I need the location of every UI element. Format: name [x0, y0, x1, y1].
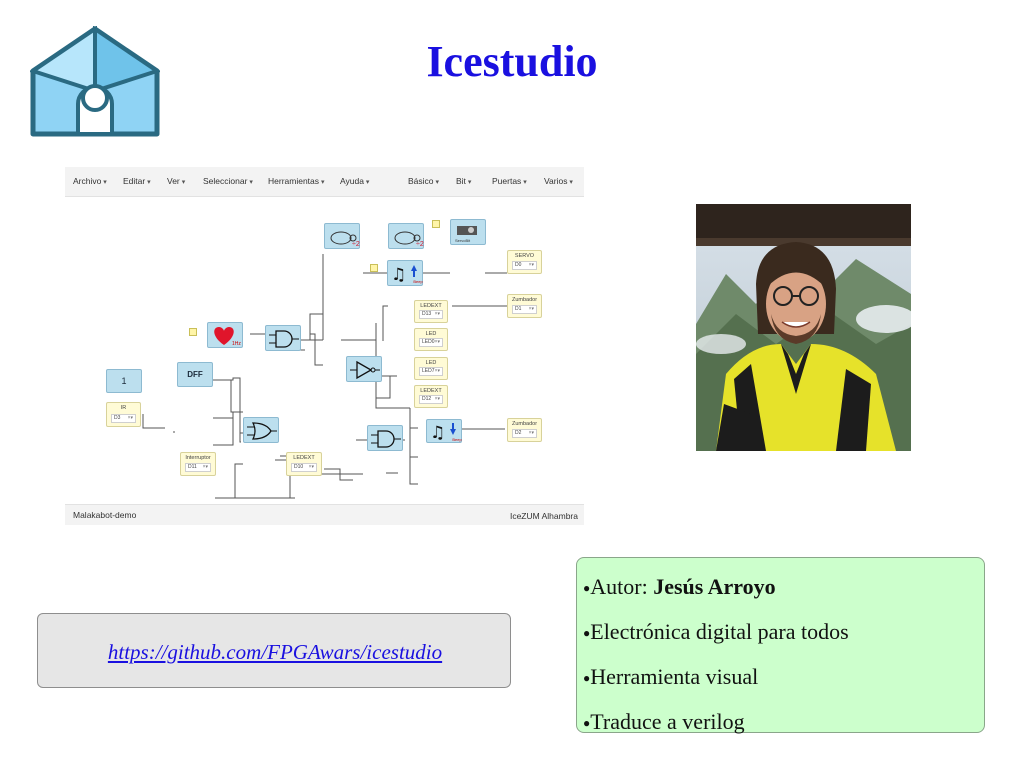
- svg-text:ServoBit: ServoBit: [455, 238, 471, 243]
- port-select[interactable]: D1: [512, 305, 537, 314]
- port-select[interactable]: LED0: [419, 338, 443, 347]
- port-select[interactable]: D10: [291, 463, 317, 472]
- port-led-2[interactable]: LED LED7: [414, 357, 448, 380]
- icestudio-logo: [30, 26, 160, 137]
- not-gate-block[interactable]: [346, 356, 382, 382]
- list-item: ●Electrónica digital para todos: [583, 619, 849, 644]
- svg-text:÷2: ÷2: [352, 241, 360, 248]
- menu-bar: Archivo Editar Ver Seleccionar Herramien…: [65, 167, 584, 197]
- info-box: ●Autor: Jesús Arroyo ●Electrónica digita…: [576, 557, 985, 734]
- port-select[interactable]: D12: [419, 395, 443, 404]
- turtle-block-1[interactable]: ÷2: [324, 223, 360, 249]
- menu-herramientas[interactable]: Herramientas: [268, 176, 325, 186]
- circuit-canvas[interactable]: ÷2 ÷2 ServoBit SERVO D0 ♫: [65, 198, 584, 503]
- slide-title: Icestudio: [426, 37, 598, 86]
- input-pin: [189, 328, 197, 336]
- svg-text:÷2: ÷2: [416, 241, 424, 248]
- input-pin: [432, 220, 440, 228]
- menu-ver[interactable]: Ver: [167, 176, 185, 186]
- port-ledext-bottom[interactable]: LEDEXT D10: [286, 452, 322, 476]
- turtle-icon: ÷2: [394, 231, 424, 248]
- svg-text:♫: ♫: [391, 265, 406, 285]
- menu-bit[interactable]: Bit: [456, 176, 471, 186]
- menu-archivo[interactable]: Archivo: [73, 176, 107, 186]
- port-select[interactable]: D2: [512, 429, 537, 438]
- dff-block[interactable]: DFF: [177, 362, 213, 387]
- menu-basico[interactable]: Básico: [408, 176, 439, 186]
- author-name: Jesús Arroyo: [653, 574, 776, 599]
- port-zumbador-bottom[interactable]: Zumbador D2: [507, 418, 542, 442]
- port-select[interactable]: D3: [111, 414, 136, 423]
- port-ledext-1[interactable]: LEDEXT D13: [414, 300, 448, 323]
- port-ir[interactable]: IR D3: [106, 402, 141, 427]
- not-gate-icon: [350, 360, 380, 380]
- constant-block[interactable]: 1: [106, 369, 142, 393]
- turtle-icon: ÷2: [330, 231, 360, 248]
- project-name: Malakabot-demo: [73, 510, 137, 520]
- and-gate-block-1[interactable]: [265, 325, 301, 351]
- icestudio-screenshot: Archivo Editar Ver Seleccionar Herramien…: [65, 167, 584, 525]
- heart-icon: 1Hz: [214, 327, 241, 347]
- port-interruptor[interactable]: Interruptor D11: [180, 452, 216, 476]
- servo-block[interactable]: ServoBit: [450, 219, 486, 245]
- port-select[interactable]: LED7: [419, 367, 443, 376]
- music-note-icon: ♫: [430, 423, 456, 443]
- and-gate-icon: [269, 330, 299, 348]
- port-led-1[interactable]: LED LED0: [414, 328, 448, 351]
- menu-seleccionar[interactable]: Seleccionar: [203, 176, 253, 186]
- status-bar: Malakabot-demo IceZUM Alhambra: [65, 504, 584, 525]
- menu-puertas[interactable]: Puertas: [492, 176, 527, 186]
- and-gate-icon: [371, 430, 401, 448]
- turtle-block-2[interactable]: ÷2: [388, 223, 424, 249]
- link-box: https://github.com/FPGAwars/icestudio: [37, 613, 511, 688]
- menu-editar[interactable]: Editar: [123, 176, 151, 186]
- author-photo: [696, 204, 911, 451]
- port-select[interactable]: D0: [512, 261, 537, 270]
- or-gate-block[interactable]: [243, 417, 279, 443]
- board-selector[interactable]: IceZUM Alhambra: [509, 511, 578, 521]
- github-link[interactable]: https://github.com/FPGAwars/icestudio: [107, 640, 443, 664]
- list-item: ●Traduce a verilog: [583, 709, 745, 734]
- servo-icon: ServoBit: [455, 226, 477, 243]
- list-item: ●Herramienta visual: [583, 664, 759, 689]
- port-select[interactable]: D11: [185, 463, 211, 472]
- menu-varios[interactable]: Varios: [544, 176, 573, 186]
- port-select[interactable]: D13: [419, 310, 443, 319]
- beep-block-bottom[interactable]: ♫ Beep: [426, 419, 462, 443]
- input-pin: [370, 264, 378, 272]
- list-item: ●Autor: Jesús Arroyo: [583, 574, 776, 599]
- svg-text:♫: ♫: [430, 423, 445, 443]
- music-note-icon: ♫: [391, 265, 417, 285]
- port-ledext-2[interactable]: LEDEXT D12: [414, 385, 448, 408]
- heartbeat-block[interactable]: 1Hz: [207, 322, 243, 348]
- port-zumbador-top[interactable]: Zumbador D1: [507, 294, 542, 318]
- menu-ayuda[interactable]: Ayuda: [340, 176, 369, 186]
- and-gate-block-2[interactable]: [367, 425, 403, 451]
- svg-text:1Hz: 1Hz: [232, 341, 241, 347]
- port-servo[interactable]: SERVO D0: [507, 250, 542, 274]
- beep-block-top[interactable]: ♫ Beep: [387, 260, 423, 286]
- or-gate-icon: [247, 422, 277, 440]
